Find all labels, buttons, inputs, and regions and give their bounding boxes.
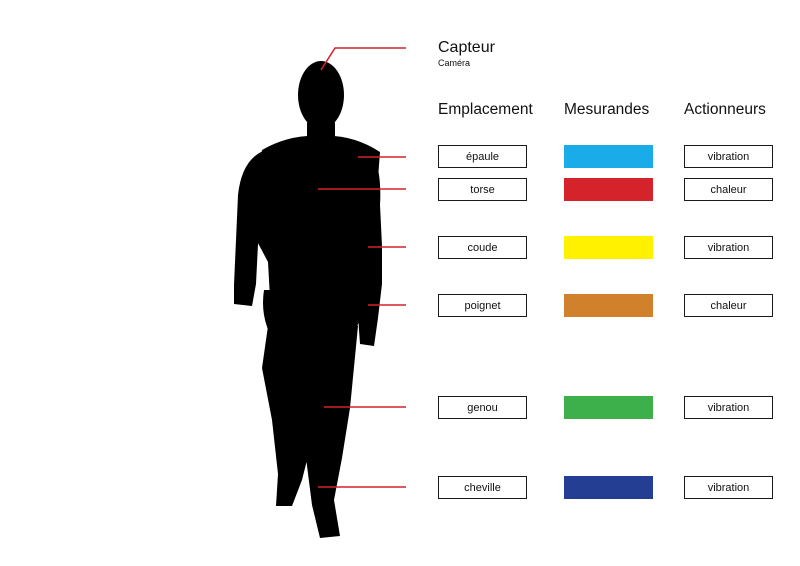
measurand-swatch-poignet: [564, 294, 653, 317]
actuator-box-cheville: vibration: [684, 476, 773, 499]
sensor-subtitle: Caméra: [438, 58, 471, 68]
human-silhouette-icon: [234, 61, 382, 538]
sensor-title: Capteur: [438, 39, 495, 56]
measurand-swatch-cheville: [564, 476, 653, 499]
actuator-box-poignet: chaleur: [684, 294, 773, 317]
measurand-swatch-genou: [564, 396, 653, 419]
actuator-box-epaule: vibration: [684, 145, 773, 168]
header-measurands: Mesurandes: [564, 101, 650, 118]
location-box-poignet: poignet: [438, 294, 527, 317]
location-box-cheville: cheville: [438, 476, 527, 499]
location-box-coude: coude: [438, 236, 527, 259]
actuator-box-torse: chaleur: [684, 178, 773, 201]
actuator-box-genou: vibration: [684, 396, 773, 419]
location-box-genou: genou: [438, 396, 527, 419]
location-box-epaule: épaule: [438, 145, 527, 168]
location-box-torse: torse: [438, 178, 527, 201]
measurand-swatch-torse: [564, 178, 653, 201]
measurand-swatch-epaule: [564, 145, 653, 168]
leader-lines: [318, 47, 406, 488]
measurand-swatch-coude: [564, 236, 653, 259]
leader-line-capteur: [320, 47, 406, 71]
actuator-box-coude: vibration: [684, 236, 773, 259]
header-actuators: Actionneurs: [684, 101, 766, 118]
header-location: Emplacement: [438, 101, 533, 118]
